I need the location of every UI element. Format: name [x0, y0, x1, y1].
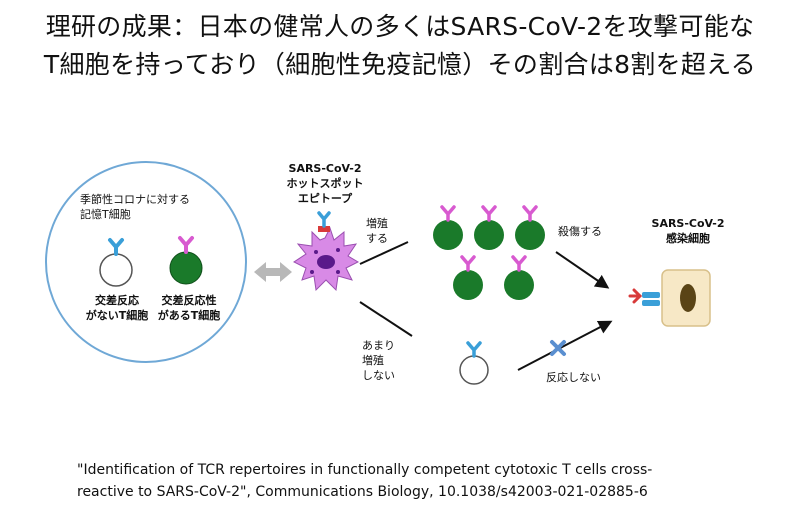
epitope-label-line1: SARS-CoV-2: [288, 162, 362, 175]
double-arrow-icon: [254, 262, 292, 282]
infected-cell-label-line2: 感染細胞: [666, 232, 710, 245]
epitope-label-line2: ホットスポット: [286, 177, 364, 190]
citation-line1: "Identification of TCR repertoires in fu…: [77, 462, 653, 478]
nonreactive-tcell: [99, 238, 133, 287]
proliferate-arrow-line: [359, 241, 409, 265]
reactive-label-line1: 交差反応性: [161, 294, 217, 307]
title-line-1: 理研の成果：日本の健常人の多くはSARS-CoV-2を攻撃可能な: [45, 12, 755, 41]
nonreactive-label-line2: がないT細胞: [85, 309, 149, 322]
dendritic-cell: [293, 211, 360, 292]
citation-line2: reactive to SARS-CoV-2", Communications …: [77, 484, 648, 500]
memory-caption-line2: 記憶T細胞: [80, 208, 131, 221]
memory-caption-line1: 季節性コロナに対する: [80, 193, 190, 206]
nonreactive-label-line1: 交差反応: [95, 294, 139, 307]
no-react-label: 反応しない: [546, 371, 601, 384]
no-react-arrow: [517, 320, 613, 371]
proliferated-tcells: [433, 205, 545, 300]
infected-cell-label-line1: SARS-CoV-2: [651, 217, 725, 230]
citation: "Identification of TCR repertoires in fu…: [77, 459, 737, 503]
proliferate-label-line2: する: [366, 232, 388, 245]
epitope-label-line3: エピトープ: [297, 192, 353, 205]
memory-tcell-circle: [45, 161, 247, 363]
kill-arrow: [555, 251, 610, 289]
infected-cell: [628, 269, 711, 327]
reactive-tcell: [169, 236, 203, 285]
kill-label: 殺傷する: [558, 225, 602, 238]
title-line-2: T細胞を持っており（細胞性免疫記憶）その割合は8割を超える: [43, 50, 757, 79]
no-proliferate-arrow-line: [359, 301, 413, 337]
cross-mark-icon: [550, 340, 566, 356]
reactive-label-line2: があるT細胞: [157, 309, 221, 322]
no-proliferate-label-line3: しない: [362, 369, 395, 382]
proliferate-label-line1: 増殖: [366, 217, 388, 230]
no-proliferate-label-line2: 増殖: [362, 354, 384, 367]
nonproliferated-tcell: [459, 341, 489, 385]
no-proliferate-label-line1: あまり: [362, 339, 395, 352]
